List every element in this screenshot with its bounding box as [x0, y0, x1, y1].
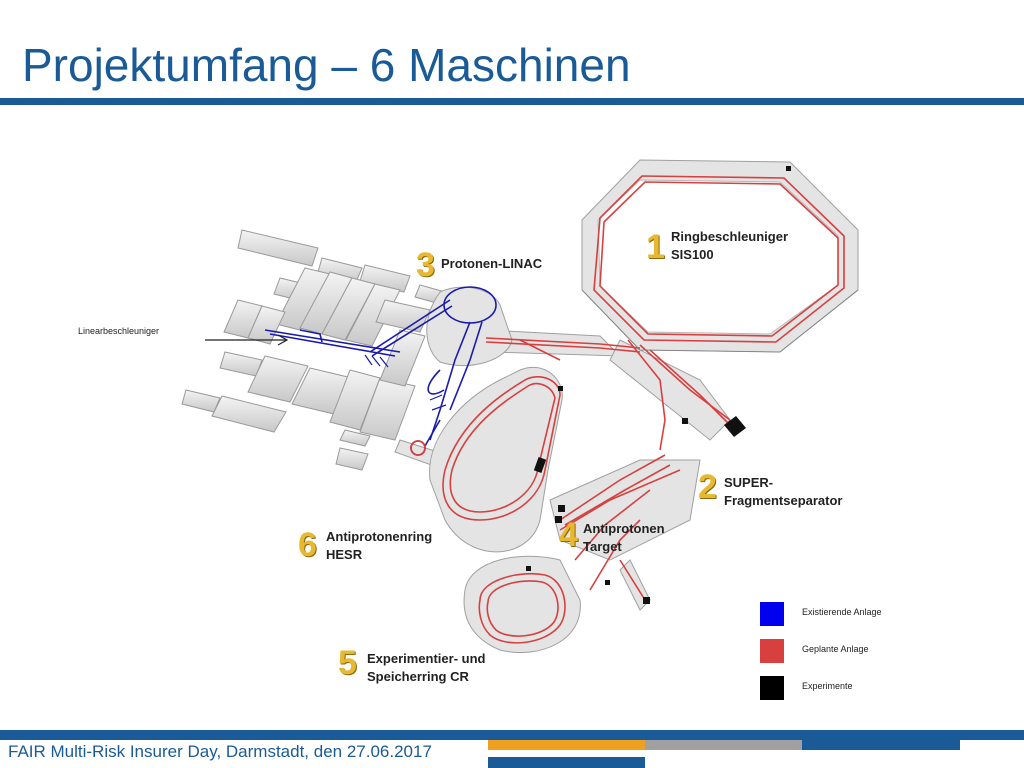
machine-6-label: Antiprotonenring HESR — [326, 528, 432, 564]
linac-annotation-label: Linearbeschleuniger — [78, 326, 160, 336]
machine-1-label-line2: SIS100 — [671, 247, 714, 262]
legend-label-experiments: Experimente — [802, 681, 853, 691]
machine-5-label-line2: Speicherring CR — [367, 669, 469, 684]
legend-swatch-planned — [760, 639, 784, 663]
linac-annotation-arrow — [205, 334, 289, 346]
machine-number-6: 6 — [298, 526, 317, 564]
machine-number-1: 1 — [646, 228, 665, 266]
legend-label-existing: Existierende Anlage — [802, 607, 882, 617]
machine-2-label: SUPER- Fragmentseparator — [724, 474, 842, 510]
linac-target-ring — [410, 440, 426, 456]
legend-label-planned: Geplante Anlage — [802, 644, 869, 654]
machine-5-label: Experimentier- und Speicherring CR — [367, 650, 485, 686]
legend-swatch-existing — [760, 602, 784, 626]
machine-2-label-line1: SUPER- — [724, 475, 774, 490]
footer-bar — [0, 730, 1024, 740]
legend-swatch-experiments — [760, 676, 784, 700]
footer-stripe-blue — [802, 740, 960, 750]
machine-4-label-line2: Target — [583, 539, 622, 554]
machine-1-label: Ringbeschleuniger SIS100 — [671, 228, 788, 264]
existing-campus-buildings — [181, 229, 446, 471]
planned-beamlines — [442, 175, 845, 644]
machine-6-label-line1: Antiprotonenring — [326, 529, 433, 544]
machine-4-label: Antiprotonen Target — [583, 520, 665, 556]
ring-shading — [581, 289, 859, 353]
experiment-stations — [526, 166, 791, 604]
machine-5-label-line1: Experimentier- und — [367, 651, 486, 666]
footer-stripe-grey — [645, 740, 802, 750]
machine-6-label-line2: HESR — [326, 547, 363, 562]
existing-linac — [264, 286, 497, 456]
machine-number-2: 2 — [698, 468, 717, 506]
machine-number-3: 3 — [416, 246, 435, 284]
existing-linac-branches — [364, 354, 447, 411]
footer-stripe-blue-lower — [488, 757, 645, 768]
machine-1-label-line1: Ringbeschleuniger — [671, 229, 789, 244]
planned-facility-base — [394, 159, 859, 654]
machine-number-5: 5 — [338, 644, 357, 682]
machine-number-4: 4 — [559, 516, 578, 554]
footer-text: FAIR Multi-Risk Insurer Day, Darmstadt, … — [8, 742, 432, 761]
page-title: Projektumfang – 6 Maschinen — [22, 39, 631, 91]
machine-3-label: Protonen-LINAC — [441, 256, 543, 271]
footer-stripe-orange — [488, 740, 645, 750]
title-underline-bar — [0, 98, 1024, 105]
machine-4-label-line1: Antiprotonen — [583, 521, 665, 536]
facility-diagram — [181, 159, 859, 654]
machine-2-label-line2: Fragmentseparator — [724, 493, 843, 508]
